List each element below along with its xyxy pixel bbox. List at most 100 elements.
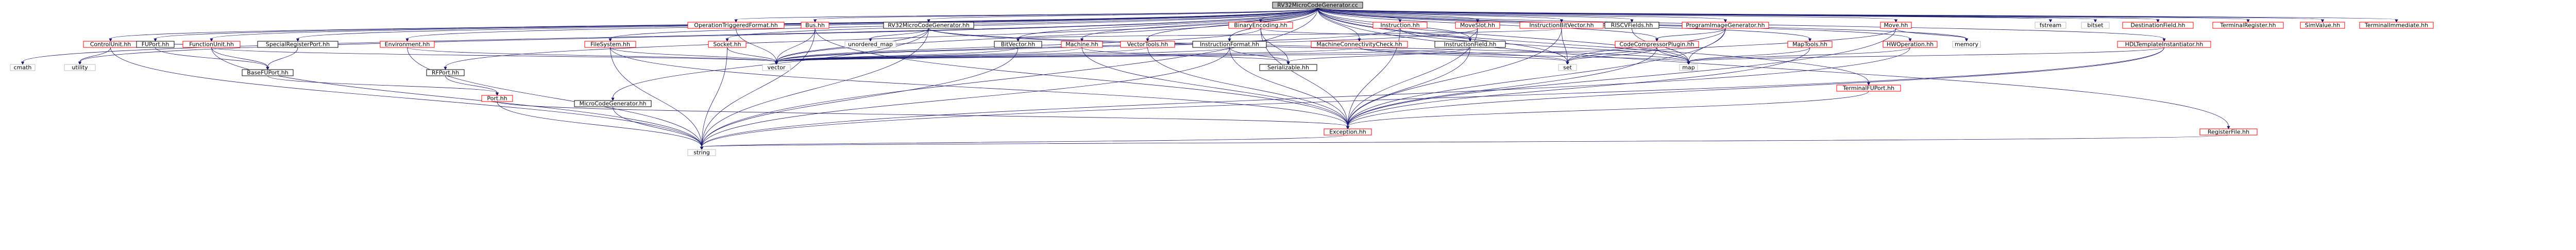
node-box <box>1615 41 1699 48</box>
edge-line <box>407 47 702 147</box>
node-label: ProgramImageGenerator.hh <box>1686 22 1765 29</box>
edge-line <box>610 47 702 147</box>
graph-node-unordered: unordered_map <box>844 41 896 48</box>
node-label: RegisterFile.hh <box>2208 129 2249 136</box>
edge-arrowhead <box>2320 19 2325 23</box>
edge-line <box>79 47 111 62</box>
edge-funcunit-to-vector <box>211 47 778 65</box>
edge-registerfile-to-string <box>700 135 2229 150</box>
node-box <box>481 95 513 102</box>
edge-line <box>407 47 777 62</box>
graph-node-registerfile: RegisterFile.hh <box>2199 128 2258 136</box>
graph-node-microcodegen: MicroCodeGenerator.hh <box>574 100 652 107</box>
edge-line <box>727 47 777 62</box>
edge-line <box>776 47 1230 62</box>
node-label: InstructionField.hh <box>1444 41 1497 48</box>
edge-line <box>701 8 1318 147</box>
node-label: MoveSlot.hh <box>1460 22 1495 29</box>
node-box <box>257 41 338 48</box>
edge-root-to-rfport <box>444 8 1318 70</box>
edge-line <box>1317 8 1632 20</box>
graph-node-vectortools: VectorTools.hh <box>1120 41 1175 48</box>
node-box <box>1519 22 1604 29</box>
edge-instrformat-to-exception <box>1229 47 1350 129</box>
edge-arrowhead <box>2395 19 2398 23</box>
node-label: RV32MicroCodeGenerator.cc <box>1277 2 1358 9</box>
node-box <box>1311 41 1408 48</box>
edge-arrowhead <box>78 61 82 65</box>
node-box <box>1455 22 1500 29</box>
node-box <box>1324 128 1372 136</box>
edge-progimggen-to-codecomp <box>1655 28 1726 42</box>
graph-node-codecomp: CodeCompressorPlugin.hh <box>1615 41 1699 48</box>
edge-rfport-to-port <box>445 75 499 96</box>
node-label: cmath <box>14 64 32 71</box>
edge-arrowhead <box>869 38 872 42</box>
node-label: Serializable.hh <box>1267 64 1309 71</box>
edge-hdltempl-to-map <box>1687 47 2164 65</box>
edge-arrowhead <box>1286 61 1290 65</box>
edge-line <box>267 75 498 93</box>
edge-line <box>701 47 727 147</box>
edge-line <box>870 28 929 39</box>
node-box <box>1228 22 1293 29</box>
edge-line <box>1347 28 1562 127</box>
edge-line <box>110 47 702 147</box>
graph-node-instrformat: InstructionFormat.hh <box>1192 41 1267 48</box>
edge-root-to-string <box>700 8 1318 150</box>
edge-line <box>1347 47 1810 127</box>
node-label: Move.hh <box>1884 22 1908 29</box>
edge-hdltempl-to-exception <box>1346 47 2164 129</box>
edge-line <box>610 47 1348 127</box>
node-label: MapTools.hh <box>1792 41 1827 48</box>
node-label: FileSystem.hh <box>590 41 630 48</box>
graph-node-string: string <box>687 149 716 156</box>
edge-hdltempl-to-string <box>700 47 2164 150</box>
edge-line <box>701 135 1348 147</box>
edge-line <box>727 8 1318 39</box>
node-box <box>2199 128 2258 136</box>
graph-node-filesystem: FileSystem.hh <box>584 41 636 48</box>
edge-line <box>613 106 702 147</box>
edge-line <box>22 8 1318 62</box>
edge-line <box>776 47 1470 62</box>
edge-instrformat-to-string <box>700 47 1230 150</box>
node-box <box>64 64 96 71</box>
node-label: RISCVFields.hh <box>1611 22 1653 29</box>
edge-line <box>1895 28 1967 39</box>
edge-line <box>79 8 1318 62</box>
edge-controlunit-to-string <box>110 47 704 150</box>
edge-arrowhead <box>1346 126 1350 129</box>
edge-vectortools-to-exception <box>1147 47 1350 129</box>
node-box <box>182 41 241 48</box>
edge-line <box>1288 47 1470 62</box>
edge-line <box>776 47 1148 62</box>
edge-arrowhead <box>444 66 447 70</box>
edge-arrowhead <box>266 66 269 70</box>
graph-node-rfport: RFPort.hh <box>426 69 465 76</box>
edge-line <box>1147 47 1348 127</box>
node-label: fstream <box>2040 22 2061 29</box>
edge-arrowhead <box>734 19 738 23</box>
graph-node-serializable: Serializable.hh <box>1259 64 1317 71</box>
graph-node-binenc: BinaryEncoding.hh <box>1228 22 1293 29</box>
edge-arrowhead <box>1016 38 1020 42</box>
node-box <box>1679 64 1698 71</box>
edge-arrowhead <box>2048 19 2053 23</box>
edge-exception-to-string <box>700 135 1348 150</box>
edge-line <box>701 47 1230 147</box>
edge-arrowhead <box>1146 38 1149 42</box>
edge-line <box>613 28 929 98</box>
edge-root-to-rv32mcg <box>927 8 1318 23</box>
graph-node-utility: utility <box>64 64 96 71</box>
node-box <box>883 22 974 29</box>
edge-machconn-to-vector <box>774 47 1360 65</box>
edge-funcunit-to-string <box>211 47 704 150</box>
edge-arrowhead <box>774 61 778 65</box>
edge-line <box>701 28 929 147</box>
node-box <box>762 64 791 71</box>
edge-line <box>211 47 702 147</box>
edge-line <box>1317 8 1360 39</box>
node-label: HWOperation.hh <box>1887 41 1934 48</box>
